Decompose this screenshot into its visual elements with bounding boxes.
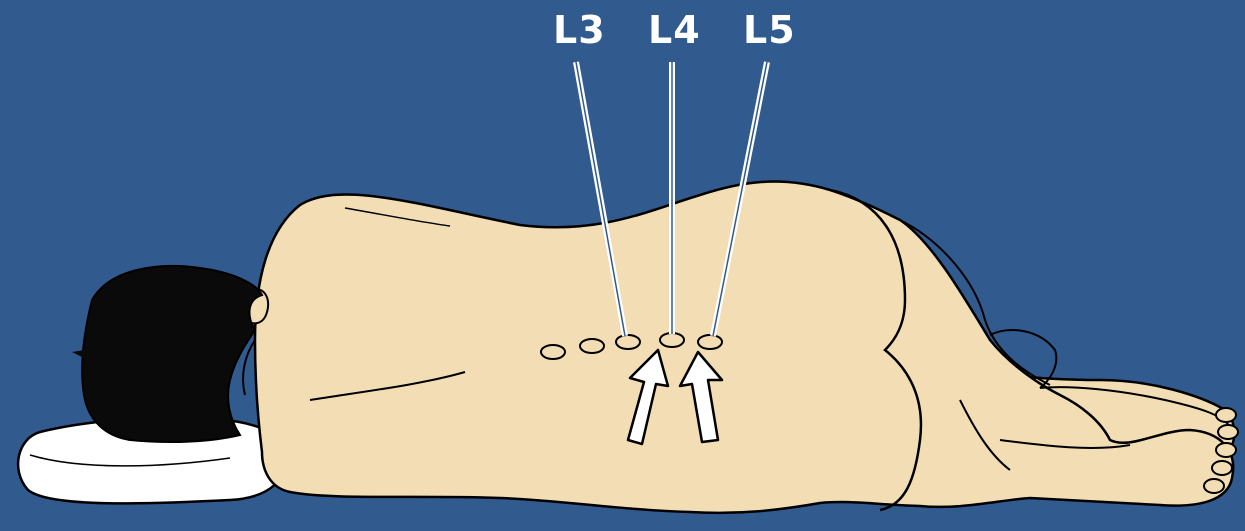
spinous-mark-l3 xyxy=(616,335,640,349)
label-l3: L3 xyxy=(553,8,606,52)
spinous-mark-l4 xyxy=(660,333,684,347)
label-l5: L5 xyxy=(743,8,796,52)
spinous-mark-l1 xyxy=(541,345,565,359)
label-l4: L4 xyxy=(648,8,701,52)
spinous-mark-l5 xyxy=(698,335,722,349)
spinous-mark-l2 xyxy=(580,339,604,353)
